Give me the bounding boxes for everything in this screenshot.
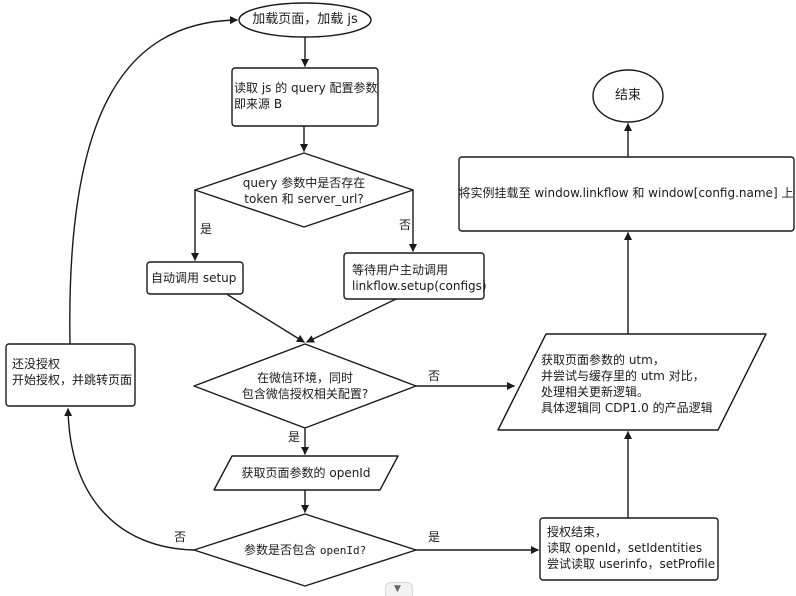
- has-token-label-2: token 和 server_url?: [244, 192, 364, 206]
- read-query-process: [231, 67, 379, 127]
- auto-setup-process: [146, 261, 244, 295]
- start-label: 加载页面，加载 js: [252, 12, 358, 27]
- edge-notauth-start: [69, 16, 238, 344]
- has-token-decision: [194, 152, 414, 228]
- edge-label-no-3: 否: [174, 530, 187, 544]
- edge-label-no-2: 否: [428, 369, 441, 383]
- wait-setup-process: [343, 252, 485, 300]
- edge-wait-wechat: [306, 298, 397, 343]
- read-query-label-1: 读取 js 的 query 配置参数: [234, 81, 378, 95]
- edge-label-yes-2: 是: [288, 430, 301, 444]
- utm-io: [497, 333, 767, 431]
- auth-done-label-1: 授权结束，: [547, 525, 608, 539]
- auth-done-label-3: 尝试读取 userinfo，setProfile: [547, 557, 716, 571]
- utm-label-4: 具体逻辑同 CDP1.0 的产品逻辑: [541, 401, 713, 415]
- has-openid-decision: [193, 513, 417, 587]
- not-auth-label-1: 还没授权: [12, 357, 61, 371]
- has-token-label-1: query 参数中是否存在: [242, 176, 366, 190]
- edge-label-no-1: 否: [399, 218, 412, 232]
- not-auth-label-2: 开始授权，并跳转页面: [12, 373, 133, 387]
- edge-label-yes-1: 是: [200, 222, 213, 236]
- edge-auto-wechat: [227, 294, 305, 343]
- end-terminal: [592, 69, 664, 123]
- read-query-label-2: 即来源 B: [234, 97, 283, 111]
- mount-label: 将实例挂载至 window.linkflow 和 window[config.n…: [458, 186, 794, 200]
- auth-done-label-2: 读取 openId，setIdentities: [547, 541, 703, 555]
- has-openid-label-text: 参数是否包含: [244, 543, 317, 557]
- wechat-label-2: 包含微信授权相关配置?: [241, 387, 369, 401]
- has-openid-label: 参数是否包含 openId?: [244, 542, 366, 559]
- edge-decision-notauth: [64, 408, 195, 551]
- edge-label-yes-3: 是: [428, 530, 441, 544]
- mount-process: [458, 156, 795, 232]
- utm-label-3: 处理相关更新逻辑。: [541, 385, 650, 399]
- get-openid-io: [213, 455, 399, 491]
- scroll-down-handle[interactable]: ▼: [385, 582, 413, 596]
- auto-setup-label: 自动调用 setup: [151, 271, 237, 285]
- utm-label-1: 获取页面参数的 utm，: [541, 353, 665, 367]
- auth-done-process: [539, 517, 719, 581]
- utm-label-2: 并尝试与缓存里的 utm 对比，: [541, 369, 705, 383]
- get-openid-label: 获取页面参数的 openId: [241, 466, 371, 480]
- wait-setup-label-2: linkflow.setup(configs): [352, 279, 487, 293]
- wechat-label-1: 在微信环境，同时: [256, 371, 354, 385]
- wait-setup-label-1: 等待用户主动调用: [352, 263, 449, 277]
- end-label: 结束: [614, 88, 642, 103]
- has-openid-label-code: openId?: [319, 544, 367, 557]
- chevron-down-icon: ▼: [394, 584, 401, 594]
- not-auth-process: [5, 343, 136, 407]
- wechat-decision: [193, 343, 417, 429]
- start-terminal: [238, 2, 372, 38]
